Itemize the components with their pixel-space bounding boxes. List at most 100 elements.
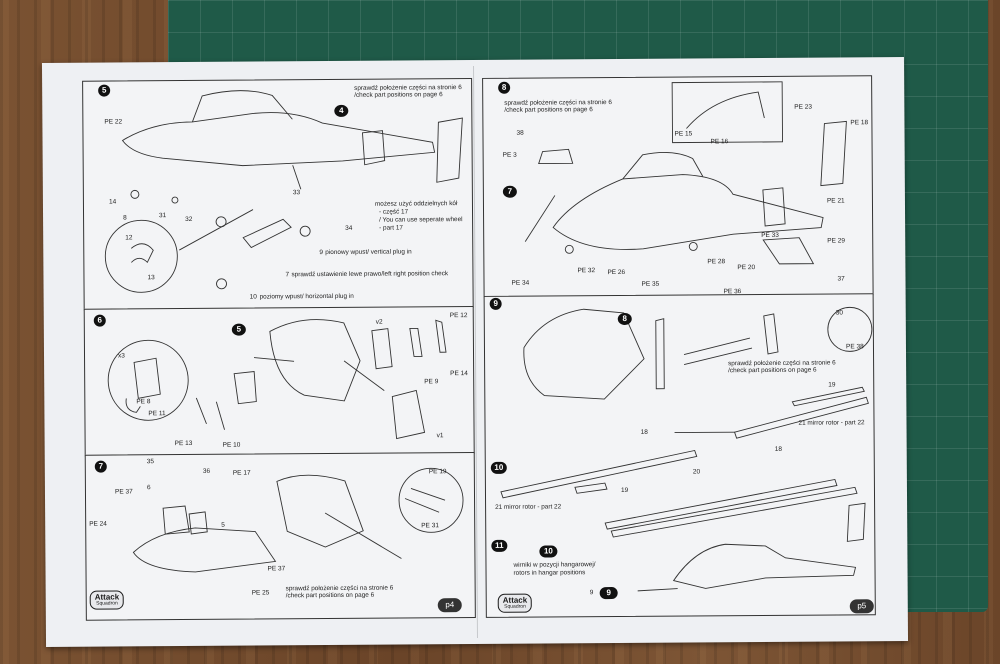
part-34: 34 — [345, 224, 353, 232]
part-pe18: PE 18 — [850, 119, 869, 127]
part-pe38: PE 38 — [845, 343, 864, 351]
part-pe8: PE 8 — [136, 398, 151, 406]
part-pe23: PE 23 — [794, 103, 813, 111]
part-pe14: PE 14 — [450, 370, 468, 378]
part-pe37-a: PE 37 — [114, 488, 133, 496]
step-badge-7: 7 — [94, 460, 107, 473]
part-20: 20 — [692, 468, 701, 476]
part-v2: v2 — [375, 318, 383, 326]
part-18-a: 18 — [640, 428, 648, 436]
part-30: 30 — [835, 309, 843, 317]
step-badge-8: 8 — [498, 81, 511, 94]
part-33: 33 — [292, 189, 301, 197]
step-badge-5: 5 — [98, 84, 111, 97]
detail-circle-7 — [398, 467, 464, 533]
part-pe12: PE 12 — [449, 312, 468, 320]
helicopter-side-11 — [672, 543, 857, 589]
part-pe9: PE 9 — [424, 378, 439, 386]
part-pe10: PE 10 — [222, 441, 241, 449]
note-check-positions-7-en: /check part positions on page 6 — [285, 591, 375, 600]
part-pe36: PE 36 — [723, 288, 742, 296]
part-pe37-b: PE 37 — [267, 565, 286, 573]
part-36: 36 — [202, 467, 211, 475]
part-12: 12 — [125, 234, 133, 242]
helicopter-front-9 — [523, 308, 645, 400]
part-8: 8 — [123, 214, 127, 222]
note-wheel-part-pl: - część 17 — [378, 208, 409, 216]
callout-7: 7 — [502, 185, 517, 198]
note-mirror-rotor-10: 21 mirror rotor - part 22 — [495, 503, 562, 511]
part-38: 38 — [516, 129, 524, 137]
part-13: 13 — [147, 274, 155, 282]
brand-sub: Squadron — [96, 600, 118, 607]
callout-10: 10 — [539, 545, 558, 558]
callout-9: 9 — [599, 587, 618, 600]
part-pe22: PE 22 — [104, 118, 123, 126]
part-pe32: PE 32 — [577, 267, 596, 275]
part-pe35: PE 35 — [641, 280, 660, 288]
note-vertical-plug: pionowy wpust/ vertical plug in — [325, 248, 412, 257]
part-pe26: PE 26 — [607, 268, 626, 277]
note-mirror-rotor-9: 21 mirror rotor - part 22 — [798, 419, 865, 427]
part-pe15: PE 15 — [674, 130, 693, 138]
page-number-left: p4 — [437, 598, 462, 613]
part-pe3: PE 3 — [502, 151, 517, 159]
rotor-blade-9 — [791, 386, 865, 407]
tail-fin-8 — [820, 120, 847, 187]
helicopter-fuselage-8 — [552, 174, 824, 250]
callout-4: 4 — [334, 104, 349, 117]
part-pe29: PE 29 — [827, 237, 845, 245]
part-10: 10 — [249, 293, 257, 301]
part-pe34: PE 34 — [511, 279, 530, 287]
brand-logo-left: Attack Squadron — [89, 590, 125, 610]
helicopter-fuselage-5 — [121, 112, 436, 167]
part-pe21: PE 21 — [826, 197, 845, 205]
callout-5: 5 — [231, 323, 246, 336]
part-x3: x3 — [117, 352, 125, 360]
part-31: 31 — [159, 212, 167, 220]
note-wheel-pl: możesz użyć oddzielnych kół — [374, 200, 458, 208]
tail-detail-7 — [276, 474, 364, 548]
part-pe24: PE 24 — [89, 520, 107, 528]
part-32: 32 — [185, 215, 193, 224]
part-9-b: 9 — [589, 589, 594, 597]
part-14: 14 — [108, 198, 117, 206]
note-wheel-en: / You can use seperate wheel — [379, 216, 463, 224]
part-pe11: PE 11 — [148, 410, 166, 418]
brand-sub: Squadron — [504, 603, 526, 610]
note-hangar-en: rotors in hangar positions — [513, 569, 586, 577]
detail-inset-8 — [671, 81, 783, 144]
part-pe25: PE 25 — [251, 589, 270, 597]
step-badge-6: 6 — [93, 314, 106, 327]
part-19-b: 19 — [620, 486, 629, 494]
part-37: 37 — [837, 275, 845, 283]
rotor-blade-11a — [604, 478, 838, 530]
line-art-drawings — [104, 81, 873, 592]
instruction-sheet: 5 6 7 8 9 10 11 4 5 7 8 9 10 sprawdź poł… — [41, 56, 909, 648]
step-badge-11: 11 — [491, 539, 508, 552]
callout-8: 8 — [617, 312, 632, 326]
cockpit-canopy-5 — [191, 90, 293, 123]
part-v1: v1 — [436, 432, 444, 440]
note-horizontal-plug: poziomy wpust/ horizontal plug in — [259, 292, 354, 301]
rotor-blade-11b — [610, 486, 858, 538]
part-19-a: 19 — [828, 381, 836, 389]
tail-fin-5 — [436, 117, 463, 183]
fuel-tank-5 — [242, 218, 292, 249]
step-badge-9: 9 — [489, 297, 502, 310]
part-9: 9 — [319, 249, 323, 257]
note-left-right-check: sprawdź ustawienie lewe prawo/left right… — [291, 270, 449, 279]
note-check-positions-8-en: /check part positions on page 6 — [504, 106, 593, 114]
detail-circle-6 — [107, 339, 189, 421]
rotor-blade-10 — [500, 449, 698, 499]
detail-circle-9 — [827, 306, 873, 352]
page-number-right: p5 — [849, 599, 874, 614]
cockpit-assembly-7 — [132, 527, 277, 573]
note-check-positions-5-en: /check part positions on page 6 — [354, 91, 443, 99]
part-pe20: PE 20 — [737, 264, 756, 272]
note-hangar-pl: wirniki w pozycji hangarowej/ — [513, 561, 596, 569]
step-badge-10: 10 — [490, 461, 507, 474]
helicopter-body-6 — [269, 319, 361, 402]
part-pe19: PE 19 — [428, 468, 447, 476]
part-pe16: PE 16 — [710, 138, 729, 146]
